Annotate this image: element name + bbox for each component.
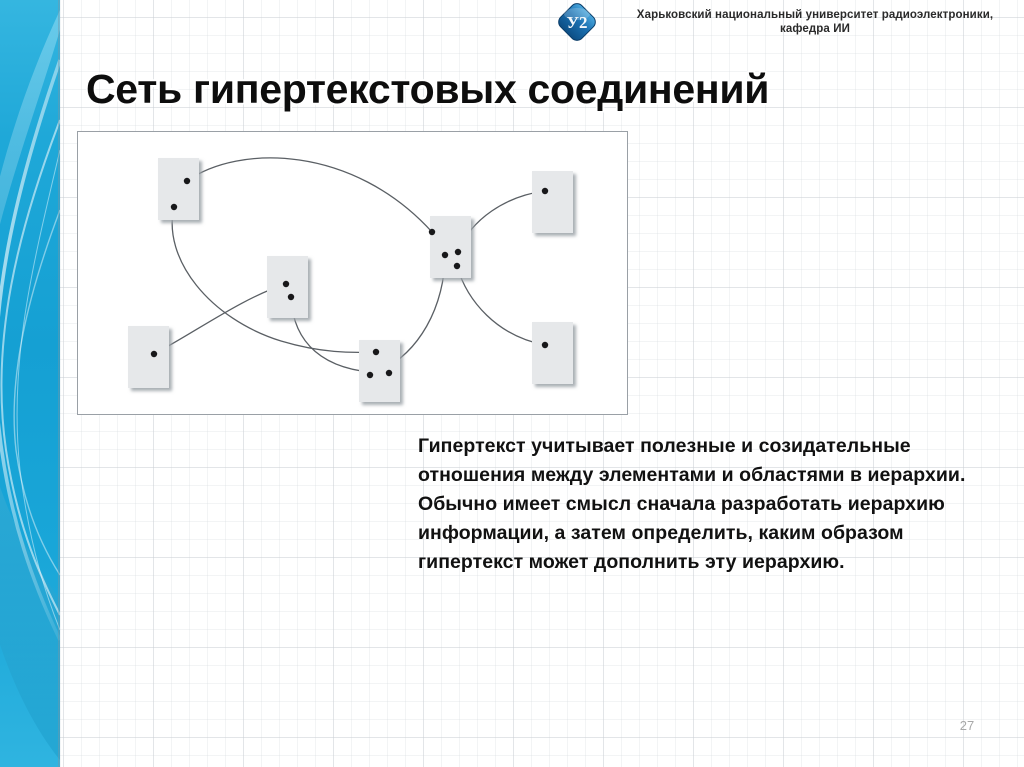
university-name: Харьковский национальный университет рад…: [606, 8, 1024, 36]
diagram-anchor-dot[interactable]: [287, 293, 295, 301]
diagram-anchor-dot[interactable]: [453, 262, 461, 270]
diagram-anchor-dot[interactable]: [183, 177, 191, 185]
university-name-line1: Харьковский национальный университет рад…: [636, 9, 994, 21]
node-bottom-center[interactable]: [359, 340, 400, 402]
diagram-anchor-dot[interactable]: [428, 228, 436, 236]
diagram-link: [153, 283, 287, 355]
side-band-edge: [58, 0, 61, 767]
side-band-swooshes: [0, 10, 60, 760]
diagram-anchor-dot[interactable]: [441, 251, 449, 259]
node-bottom-left[interactable]: [128, 326, 169, 388]
diagram-anchor-dot[interactable]: [372, 348, 380, 356]
node-top-left[interactable]: [158, 158, 199, 220]
header: У2 Харьковский национальный университет …: [556, 0, 1024, 44]
node-middle-left[interactable]: [267, 256, 308, 318]
diagram-anchor-dot[interactable]: [541, 341, 549, 349]
university-name-line2: кафедра ИИ: [780, 22, 850, 35]
page-title: Сеть гипертекстовых соединений: [86, 66, 770, 112]
diagram-anchors: [150, 177, 549, 379]
diagram-anchor-dot[interactable]: [170, 203, 178, 211]
diagram-anchor-dot[interactable]: [366, 371, 374, 379]
diagram-anchor-dot[interactable]: [150, 350, 158, 358]
diagram-anchor-dot[interactable]: [454, 248, 462, 256]
network-diagram: [77, 131, 628, 415]
node-center-right[interactable]: [430, 216, 471, 278]
diagram-link: [186, 157, 433, 233]
diagram-link: [171, 206, 377, 354]
node-top-right[interactable]: [532, 171, 573, 233]
diagram-links: [153, 157, 546, 376]
diagram-nodes: [128, 158, 573, 402]
page-number: 27: [959, 718, 975, 733]
diagram-anchor-dot[interactable]: [282, 280, 290, 288]
diagram-anchor-dot[interactable]: [541, 187, 549, 195]
decorative-side-band: [0, 0, 60, 767]
diagram-anchor-dot[interactable]: [385, 369, 393, 377]
network-diagram-svg: [128, 157, 573, 402]
node-bottom-right[interactable]: [532, 322, 573, 384]
diagram-link: [457, 190, 546, 253]
body-paragraph: Гипертекст учитывает полезные и созидате…: [418, 435, 966, 573]
svg-text:У2: У2: [567, 13, 588, 32]
university-logo-icon: У2: [556, 1, 598, 43]
